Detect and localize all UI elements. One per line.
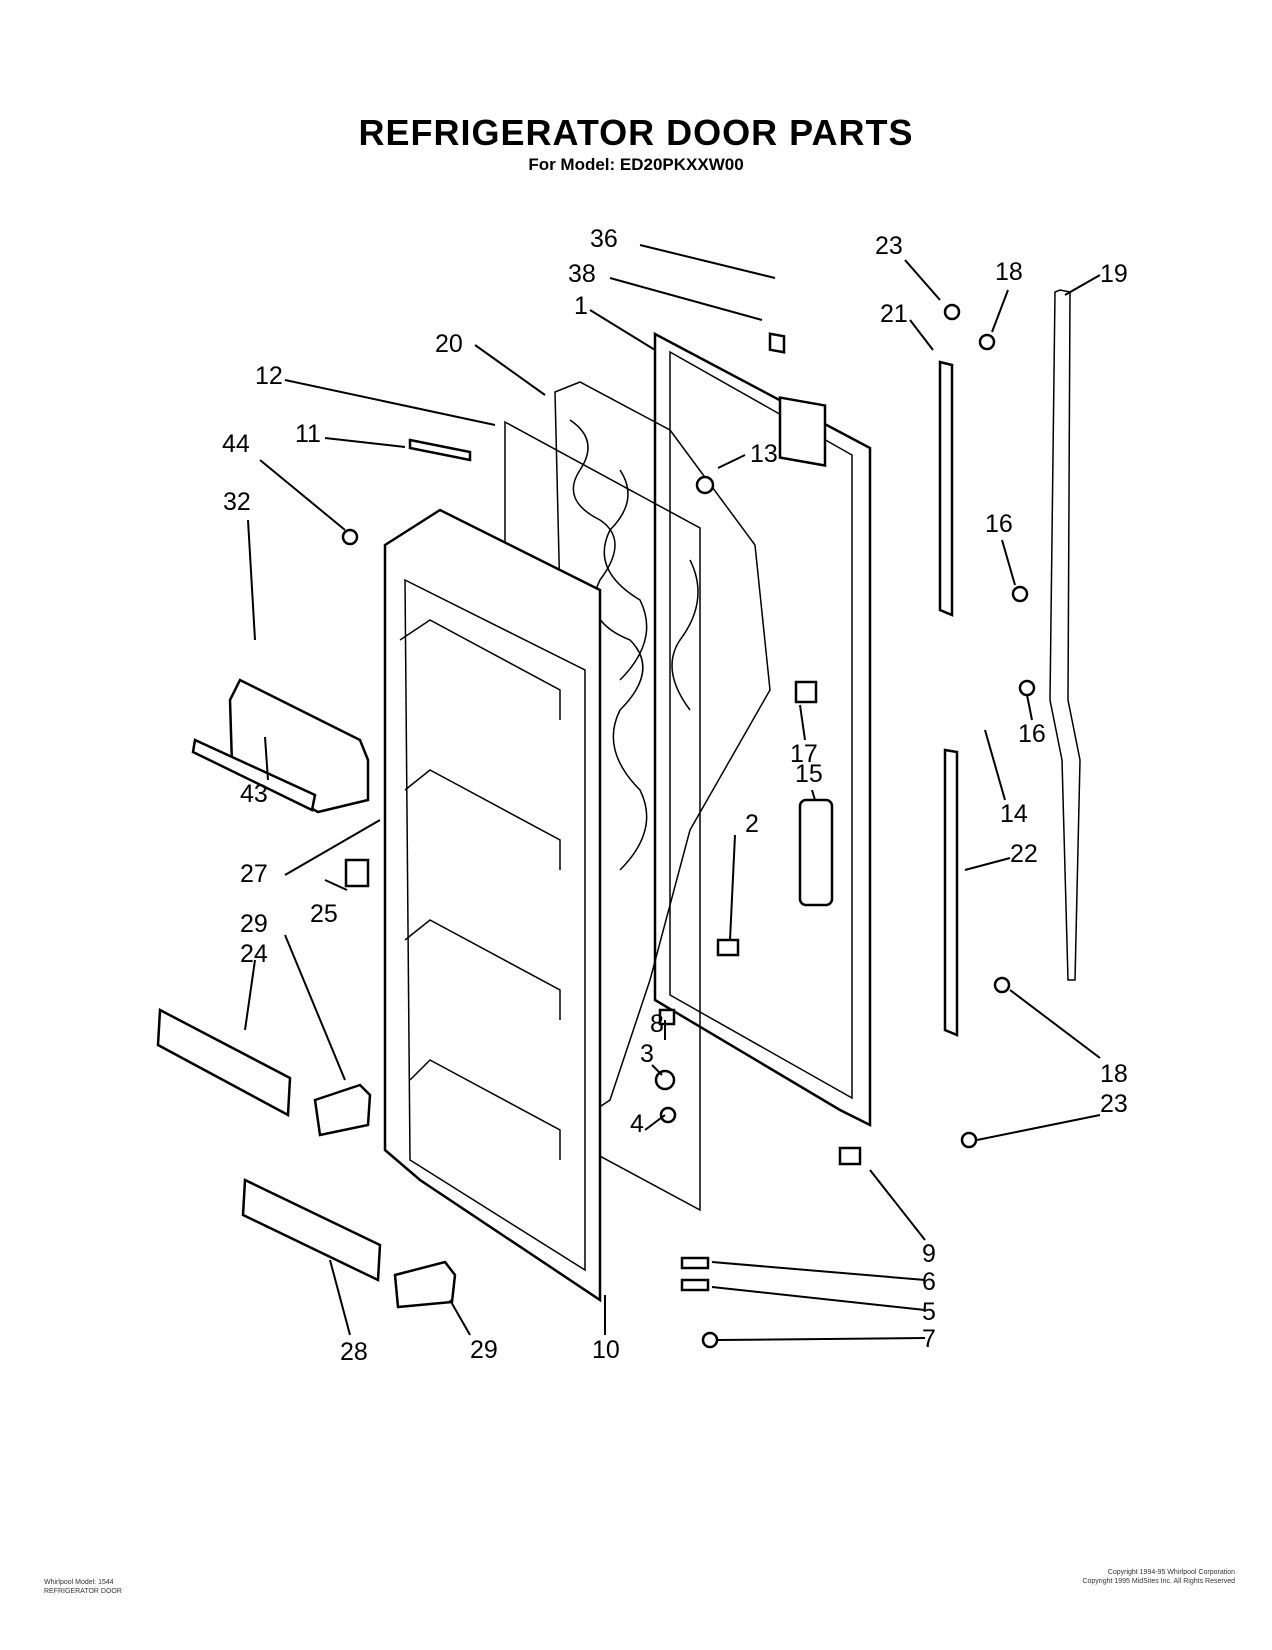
callout-9: 9 (922, 1240, 936, 1268)
callout-28: 28 (340, 1338, 368, 1366)
callout-1: 1 (574, 292, 588, 320)
hinge-spacer (680, 1278, 710, 1292)
cover-plate (778, 396, 827, 467)
wire-harness (716, 938, 740, 957)
bin-end-cap (393, 1260, 457, 1309)
door-shelf (409, 1059, 561, 1160)
plug (943, 303, 961, 321)
door-shelf (404, 919, 561, 1020)
callout-18: 18 (995, 258, 1023, 286)
callout-20: 20 (435, 330, 463, 358)
callout-29: 29 (240, 910, 268, 938)
door-handle-upper-trim (938, 360, 954, 617)
dairy-trim (191, 738, 317, 812)
door-shelf (399, 619, 561, 720)
callout-12: 12 (255, 362, 283, 390)
callout-43: 43 (240, 780, 268, 808)
callout-23: 23 (875, 232, 903, 260)
callout-25: 25 (310, 900, 338, 928)
screw (1018, 679, 1036, 697)
screw (341, 528, 359, 546)
footer-right: Copyright 1994-95 Whirlpool Corporation … (1005, 1568, 1235, 1586)
inner-door-liner (383, 508, 602, 1303)
callout-38: 38 (568, 260, 596, 288)
screw (695, 475, 715, 495)
callout-17: 17 (790, 740, 818, 768)
clip (344, 858, 370, 888)
callout-24: 24 (240, 940, 268, 968)
callout-21: 21 (880, 300, 908, 328)
callout-22: 22 (1010, 840, 1038, 868)
callout-19: 19 (1100, 260, 1128, 288)
callout-8: 8 (650, 1010, 664, 1038)
hinge-cap (838, 1146, 862, 1166)
screw (993, 976, 1011, 994)
callout-36: 36 (590, 225, 618, 253)
outer-door-panel (653, 331, 872, 1128)
footer-section-line: REFRIGERATOR DOOR (44, 1588, 122, 1595)
callout-32: 32 (223, 488, 251, 516)
footer-copyright-1: Copyright 1994-95 Whirlpool Corporation (1107, 1569, 1235, 1576)
callout-15: 15 (795, 760, 823, 788)
door-shelf-bar (241, 1178, 382, 1282)
door-shelf (404, 769, 561, 870)
callout-29-lower: 29 (470, 1336, 498, 1364)
callout-16: 16 (985, 510, 1013, 538)
hinge-screw (701, 1331, 719, 1349)
callout-14: 14 (1000, 800, 1028, 828)
door-handle (1049, 289, 1081, 981)
hinge-block (658, 1008, 676, 1026)
callout-18-lower: 18 (1100, 1060, 1128, 1088)
callout-23-lower: 23 (1100, 1090, 1128, 1118)
bracket (794, 680, 818, 704)
callout-6: 6 (922, 1268, 936, 1296)
bin-end-cap (313, 1083, 372, 1137)
callout-5: 5 (922, 1298, 936, 1326)
door-handle-lower-trim (943, 748, 959, 1037)
footer-model-line: Whirlpool Model: 1544 (44, 1579, 114, 1586)
callout-16-lower: 16 (1018, 720, 1046, 748)
callout-7: 7 (922, 1325, 936, 1353)
breaker-strip (408, 438, 472, 462)
footer-left: Whirlpool Model: 1544 REFRIGERATOR DOOR (44, 1578, 122, 1596)
door-shelf-bar (156, 1007, 292, 1118)
screw (1011, 585, 1029, 603)
hinge-washer (680, 1256, 710, 1270)
callout-3: 3 (640, 1040, 654, 1068)
callout-44: 44 (222, 430, 250, 458)
callout-2: 2 (745, 810, 759, 838)
plug (960, 1131, 978, 1149)
callout-27: 27 (240, 860, 268, 888)
callout-13: 13 (750, 440, 778, 468)
screw (978, 333, 996, 351)
callout-10: 10 (592, 1336, 620, 1364)
hinge-bushing (654, 1069, 676, 1091)
hinge-pin (659, 1106, 677, 1124)
page-title: REFRIGERATOR DOOR PARTS (358, 112, 914, 153)
callout-11: 11 (295, 420, 321, 448)
callout-4: 4 (630, 1110, 644, 1138)
label (768, 332, 786, 354)
light-panel (798, 798, 834, 907)
model-subtitle: For Model: ED20PKXXW00 (528, 155, 744, 174)
footer-copyright-2: Copyright 1995 MidSites Inc. All Rights … (1082, 1578, 1235, 1585)
